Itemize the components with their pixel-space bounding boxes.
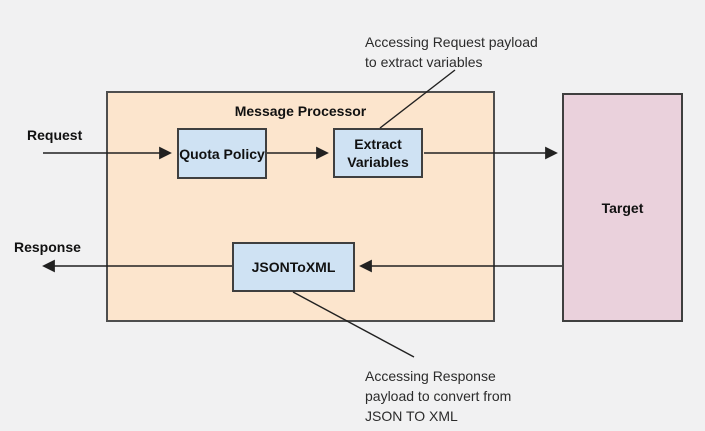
target-node: Target xyxy=(562,93,683,322)
response-edge-label: Response xyxy=(14,239,81,255)
request-edge-label: Request xyxy=(27,127,83,143)
response-payload-annotation: Accessing Response payload to convert fr… xyxy=(365,368,512,424)
message-processor-title: Message Processor xyxy=(234,103,367,119)
target-node-label: Target xyxy=(601,199,644,216)
extract-variables-node-label: Extract Variables xyxy=(347,136,409,170)
quota-policy-node-label: Quota Policy xyxy=(179,145,265,162)
json-to-xml-node-label: JSONToXML xyxy=(251,259,336,275)
quota-policy-node: Quota Policy xyxy=(177,128,267,179)
request-payload-annotation: Accessing Request payload to extract var… xyxy=(365,34,538,70)
json-to-xml-node: JSONToXML xyxy=(232,242,355,292)
extract-variables-node: Extract Variables xyxy=(333,128,423,178)
